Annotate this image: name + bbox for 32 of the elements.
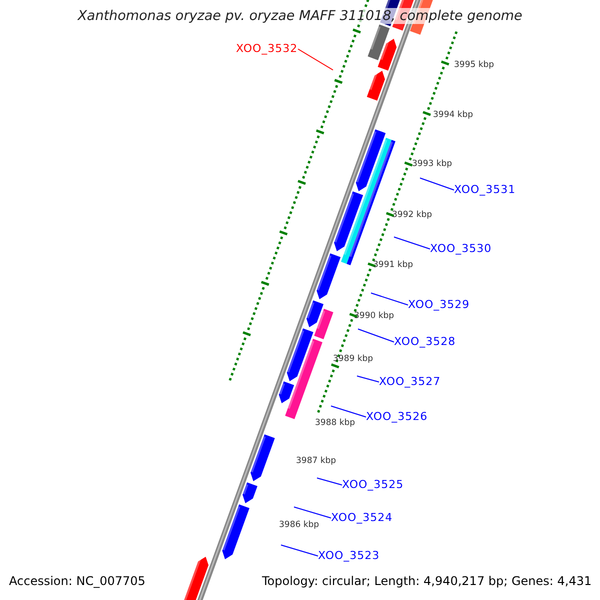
gene-label: XOO_3526	[366, 410, 428, 424]
scale-label: 3987 kbp	[296, 456, 336, 466]
scale-label: 3989 kbp	[333, 354, 374, 364]
leader-line	[356, 376, 380, 382]
scale-label: 3986 kbp	[279, 520, 320, 530]
gene-label: XOO_3523	[318, 549, 380, 563]
leader-line	[420, 178, 454, 190]
scale-label: 3994 kbp	[433, 110, 474, 120]
gene-label: XOO_3525	[342, 478, 404, 492]
scale-label: 3992 kbp	[392, 210, 432, 220]
leader-line	[394, 236, 430, 250]
leader-line	[330, 406, 366, 418]
scale-label: 3990 kbp	[354, 311, 394, 321]
leader-line	[316, 478, 342, 486]
leader-line	[294, 506, 332, 518]
leader-line	[280, 544, 318, 556]
leader-line	[358, 328, 394, 342]
leader-line	[298, 48, 334, 70]
gene-label: XOO_3529	[408, 298, 470, 312]
info-text: Topology: circular; Length: 4,940,217 bp; Genes: 4,431	[262, 574, 592, 588]
gene-label: XOO_3532	[236, 42, 298, 56]
gene-label: XOO_3528	[394, 335, 456, 349]
scale-label: 3991 kbp	[373, 260, 414, 270]
scale-label: 3993 kbp	[412, 159, 452, 169]
info-text: Accession: NC_007705	[9, 574, 146, 588]
gene-label: XOO_3530	[430, 242, 492, 256]
scale-label: 3988 kbp	[315, 418, 356, 428]
leader-line	[370, 292, 408, 306]
gene-label: XOO_3524	[331, 511, 393, 525]
gene-label: XOO_3531	[454, 183, 516, 197]
gene-label: XOO_3527	[379, 375, 441, 389]
scale-label: 3995 kbp	[454, 60, 494, 70]
